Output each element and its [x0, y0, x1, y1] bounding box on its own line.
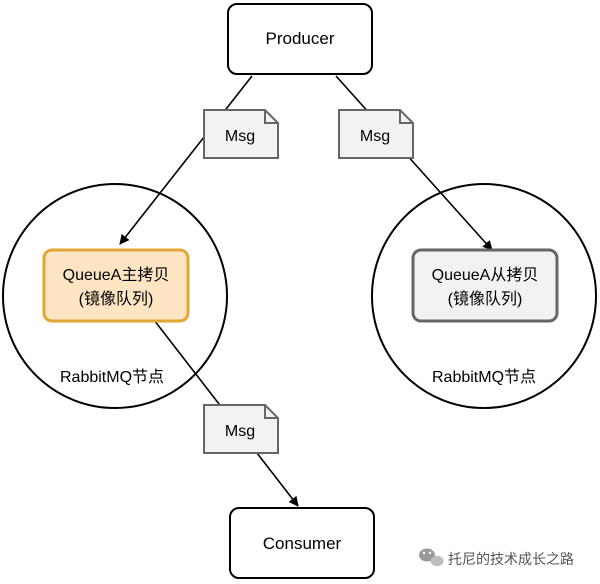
msg-label-1: Msg [225, 128, 255, 145]
wechat-icon [419, 548, 444, 567]
queue-master-line2: (镜像队列) [79, 289, 154, 308]
watermark-text: 托尼的技术成长之路 [448, 552, 574, 568]
watermark: 托尼的技术成长之路 [419, 548, 574, 568]
msg-document-3: Msg [203, 404, 279, 454]
consumer-label: Consumer [263, 534, 342, 553]
edge-producer-to-slave [335, 75, 493, 251]
queue-master: QueueA主拷贝 (镜像队列) [42, 248, 190, 323]
producer-node: Producer [227, 3, 373, 75]
msg-label-3: Msg [225, 423, 255, 440]
queue-slave: QueueA从拷贝 (镜像队列) [411, 248, 559, 323]
consumer-node: Consumer [229, 507, 375, 579]
producer-label: Producer [266, 29, 335, 48]
msg-document-1: Msg [203, 109, 279, 159]
node-right-label: RabbitMQ节点 [432, 368, 536, 386]
queue-master-line1: QueueA主拷贝 [63, 266, 170, 284]
msg-document-2: Msg [338, 109, 414, 159]
queue-slave-line1: QueueA从拷贝 [432, 266, 539, 284]
node-left-label: RabbitMQ节点 [60, 368, 164, 386]
msg-label-2: Msg [360, 128, 390, 145]
edge-producer-to-master [119, 75, 253, 245]
queue-slave-line2: (镜像队列) [448, 289, 523, 308]
